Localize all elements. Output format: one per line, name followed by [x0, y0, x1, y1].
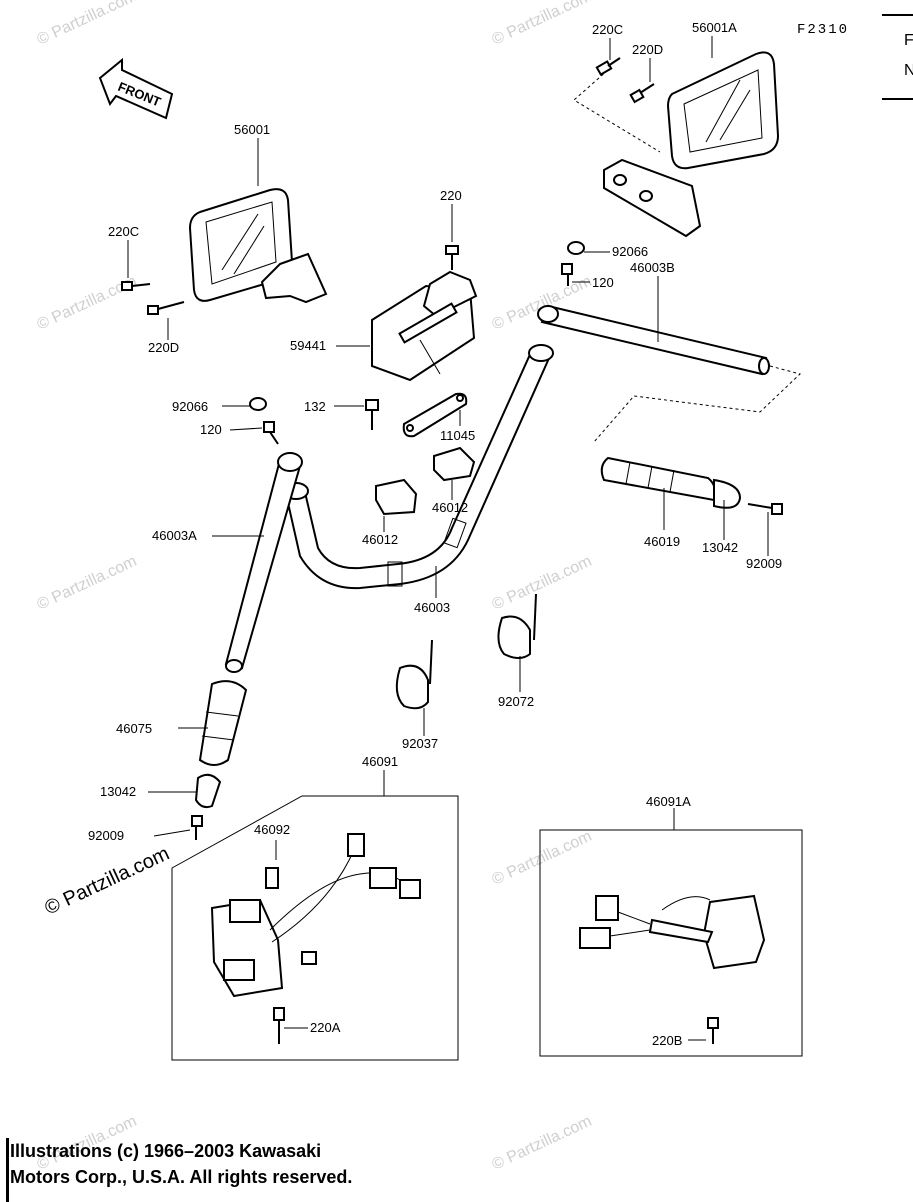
label-46003: 46003 — [414, 600, 450, 615]
copyright-line: Illustrations (c) 1966–2003 Kawasaki — [10, 1141, 322, 1161]
grip-left-icon — [191, 680, 248, 840]
label-46075: 46075 — [116, 721, 152, 736]
watermark-text: © Partzilla.com — [490, 553, 595, 614]
grip-right-icon — [600, 456, 783, 515]
label-46012: 46012 — [432, 500, 468, 515]
switch-left-box — [171, 795, 459, 1061]
label-220D: 220D — [148, 340, 179, 355]
meter-cover-icon — [371, 270, 478, 382]
label-46019: 46019 — [644, 534, 680, 549]
watermark-text: © Partzilla.com — [490, 0, 595, 49]
cable-clamp-icon — [395, 593, 537, 710]
edge-letter: N — [904, 62, 913, 79]
label-220D: 220D — [632, 42, 663, 57]
label-220C: 220C — [108, 224, 139, 239]
label-220C: 220C — [592, 22, 623, 37]
label-220: 220 — [440, 188, 462, 203]
label-56001A: 56001A — [692, 20, 737, 35]
handlebar-center-icon — [283, 344, 554, 590]
label-120: 120 — [200, 422, 222, 437]
switch-right-box — [539, 829, 803, 1057]
label-92066: 92066 — [612, 244, 648, 259]
bolt-icon — [121, 57, 655, 315]
leader-lines — [127, 36, 769, 1041]
edge-letter: F — [904, 32, 913, 49]
mirror-right-icon — [573, 51, 780, 238]
label-92009: 92009 — [746, 556, 782, 571]
handlebar-left-icon — [224, 452, 303, 673]
label-92072: 92072 — [498, 694, 534, 709]
label-92037: 92037 — [402, 736, 438, 751]
copyright-bar — [6, 1138, 9, 1202]
label-92066: 92066 — [172, 399, 208, 414]
page-edge-marker: F N — [882, 14, 913, 104]
label-120: 120 — [592, 275, 614, 290]
label-13042: 13042 — [100, 784, 136, 799]
watermark-text: © Partzilla.com — [490, 828, 595, 889]
front-arrow-icon: FRONT — [98, 57, 174, 120]
copyright-notice: Illustrations (c) 1966–2003 Kawasaki Mot… — [6, 1138, 353, 1202]
label-220B: 220B — [652, 1033, 682, 1048]
label-46091: 46091 — [362, 754, 398, 769]
label-11045: 11045 — [440, 428, 475, 443]
label-59441: 59441 — [290, 338, 326, 353]
label-46092: 46092 — [254, 822, 290, 837]
label-46091A: 46091A — [646, 794, 691, 809]
label-46003B: 46003B — [630, 260, 675, 275]
watermark-text: © Partzilla.com — [490, 1113, 595, 1174]
handlebar-right-icon — [537, 304, 801, 443]
watermark-text: © Partzilla.com — [35, 0, 140, 49]
label-46012: 46012 — [362, 532, 398, 547]
label-56001: 56001 — [234, 122, 270, 137]
copyright-line: Motors Corp., U.S.A. All rights reserved… — [10, 1167, 353, 1187]
label-132: 132 — [304, 399, 326, 414]
watermark-text: © Partzilla.com — [35, 553, 140, 614]
watermark-group: © Partzilla.com © Partzilla.com © Partzi… — [35, 0, 595, 1174]
clamp-icon — [375, 446, 476, 516]
label-13042: 13042 — [702, 540, 738, 555]
label-220A: 220A — [310, 1020, 341, 1035]
part-labels: 220C 56001A 220D 56001 220 220C 220D 920… — [88, 20, 782, 1048]
cap-icon — [249, 241, 585, 445]
figure-id: F2310 — [797, 22, 850, 38]
mirror-left-icon — [188, 188, 328, 304]
label-46003A: 46003A — [152, 528, 197, 543]
label-92009: 92009 — [88, 828, 124, 843]
bracket-icon — [365, 392, 468, 438]
